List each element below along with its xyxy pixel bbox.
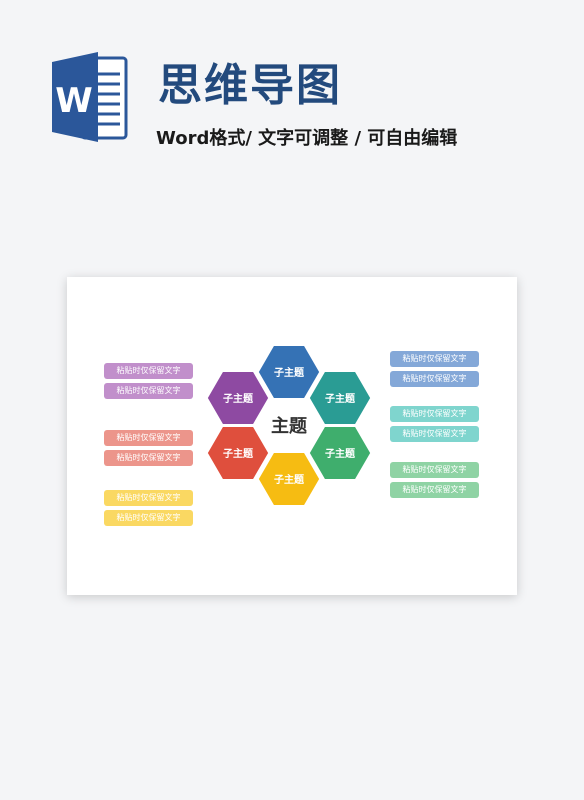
subtopic-hexagon [206, 425, 270, 481]
right-tag: 粘贴时仅保留文字 [390, 462, 479, 478]
right-tag: 粘贴时仅保留文字 [390, 371, 479, 387]
subtopic-hexagon [206, 370, 270, 426]
subtopic-label: 子主题 [223, 392, 254, 405]
right-tag: 粘贴时仅保留文字 [390, 406, 479, 422]
left-tag: 粘贴时仅保留文字 [104, 450, 193, 466]
left-tag: 粘贴时仅保留文字 [104, 510, 193, 526]
subtopic-hexagon [257, 344, 321, 400]
logo-letter: W [55, 81, 93, 121]
left-tag: 粘贴时仅保留文字 [104, 490, 193, 506]
central-topic-label: 主题 [271, 415, 308, 437]
right-tag: 粘贴时仅保留文字 [390, 351, 479, 367]
right-tag: 粘贴时仅保留文字 [390, 482, 479, 498]
subtopic-hexagon [308, 425, 372, 481]
subtopic-hexagon [257, 451, 321, 507]
page-subtitle: Word格式/ 文字可调整 / 可自由编辑 [156, 128, 458, 149]
mindmap-card: 子主题子主题子主题子主题子主题子主题主题 粘贴时仅保留文字粘贴时仅保留文字粘贴时… [67, 277, 517, 595]
right-tag: 粘贴时仅保留文字 [390, 426, 479, 442]
left-tag: 粘贴时仅保留文字 [104, 363, 193, 379]
subtopic-label: 子主题 [325, 447, 356, 460]
subtopic-label: 子主题 [223, 447, 254, 460]
left-tag: 粘贴时仅保留文字 [104, 430, 193, 446]
subtopic-label: 子主题 [325, 392, 356, 405]
left-tag: 粘贴时仅保留文字 [104, 383, 193, 399]
hex-mindmap: 子主题子主题子主题子主题子主题子主题主题 [206, 344, 372, 507]
page-title: 思维导图 [158, 60, 342, 111]
subtopic-label: 子主题 [274, 473, 305, 486]
word-document-icon: W [52, 52, 128, 142]
subtopic-hexagon [308, 370, 372, 426]
subtopic-label: 子主题 [274, 366, 305, 379]
